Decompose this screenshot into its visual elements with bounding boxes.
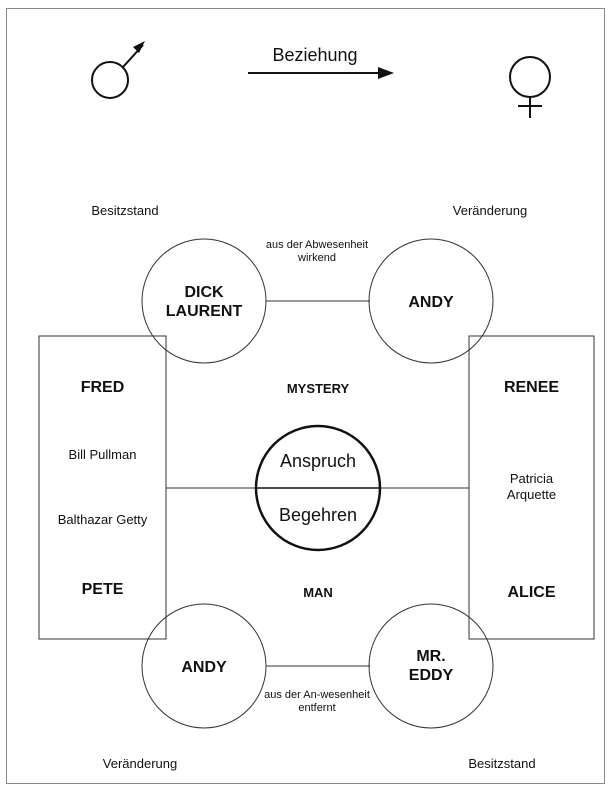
center-word-man: MAN: [303, 585, 333, 600]
relation-label: Beziehung: [272, 45, 358, 65]
relation-arrow: [248, 67, 394, 79]
right-actor-patricia-arquette: Patricia Arquette: [506, 471, 557, 502]
mars-arrowhead: [133, 41, 145, 53]
diagram-frame: [6, 8, 605, 784]
left-name-pete: PETE: [81, 581, 124, 598]
circle-top-left: [141, 238, 267, 364]
center-upper-anspruch: Anspruch: [279, 451, 357, 471]
corner-label-top-right: Veränderung: [452, 203, 528, 218]
corner-label-bottom-right: Besitzstand: [468, 756, 536, 771]
mars-symbol-icon: [91, 44, 144, 99]
circle-top-right: [368, 238, 494, 364]
circle-label-andy-bottom: ANDY: [181, 659, 227, 676]
center-word-mystery: MYSTERY: [286, 381, 350, 396]
top-link-label: aus der Abwesenheit wirkend: [265, 239, 369, 265]
bottom-link-label: aus der An-wesenheit entfernt: [264, 689, 370, 715]
left-actor-balthazar-getty: Balthazar Getty: [57, 512, 148, 527]
corner-label-bottom-left: Veränderung: [102, 756, 178, 771]
center-lower-begehren: Begehren: [278, 505, 358, 525]
venus-symbol-icon: [509, 56, 551, 118]
right-name-renee: RENEE: [503, 379, 560, 396]
left-name-fred: FRED: [80, 379, 125, 396]
circle-bottom-left: [141, 603, 267, 729]
corner-label-top-left: Besitzstand: [91, 203, 159, 218]
left-actor-bill-pullman: Bill Pullman: [68, 447, 137, 462]
right-name-alice: ALICE: [507, 584, 556, 601]
circle-label-andy-top: ANDY: [408, 294, 454, 311]
circle-label-mr-eddy: MR. EDDY: [408, 648, 454, 685]
circle-bottom-right: [368, 603, 494, 729]
circle-label-dick-laurent: DICK LAURENT: [165, 284, 243, 321]
